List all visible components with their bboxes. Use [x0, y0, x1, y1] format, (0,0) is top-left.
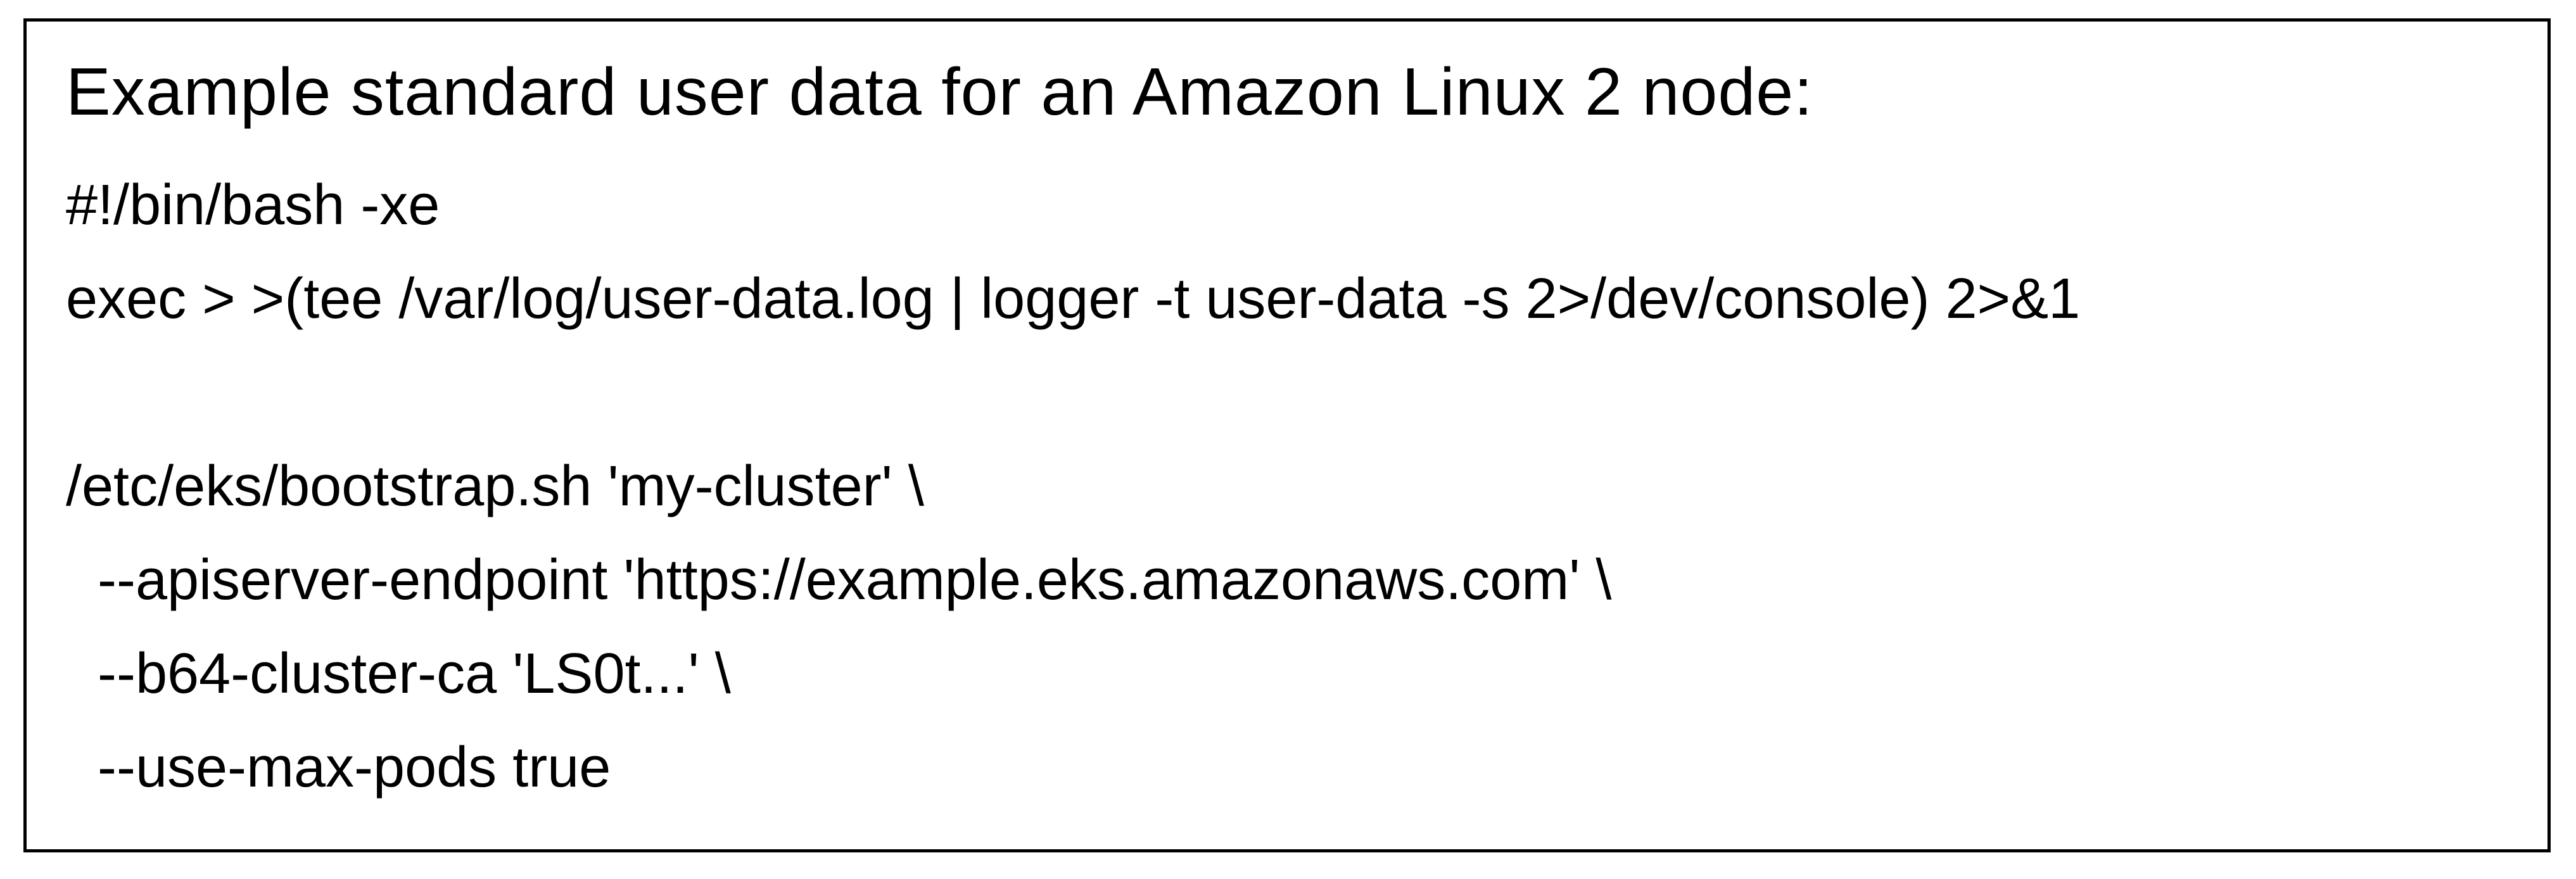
code-line-bootstrap-command: /etc/eks/bootstrap.sh 'my-cluster' \	[66, 455, 924, 518]
code-line-b64-cluster-ca: --b64-cluster-ca 'LS0t...' \	[66, 642, 731, 705]
code-line-blank	[66, 346, 2511, 439]
example-heading: Example standard user data for an Amazon…	[66, 54, 1813, 129]
code-line-exec-redirect: exec > >(tee /var/log/user-data.log | lo…	[66, 267, 2081, 331]
code-line-shebang: #!/bin/bash -xe	[66, 174, 440, 237]
code-line-apiserver-endpoint: --apiserver-endpoint 'https://example.ek…	[66, 548, 1612, 612]
code-line-use-max-pods: --use-max-pods true	[66, 736, 611, 799]
user-data-script: #!/bin/bash -xe exec > >(tee /var/log/us…	[66, 158, 2511, 814]
user-data-example-box: Example standard user data for an Amazon…	[23, 18, 2551, 852]
